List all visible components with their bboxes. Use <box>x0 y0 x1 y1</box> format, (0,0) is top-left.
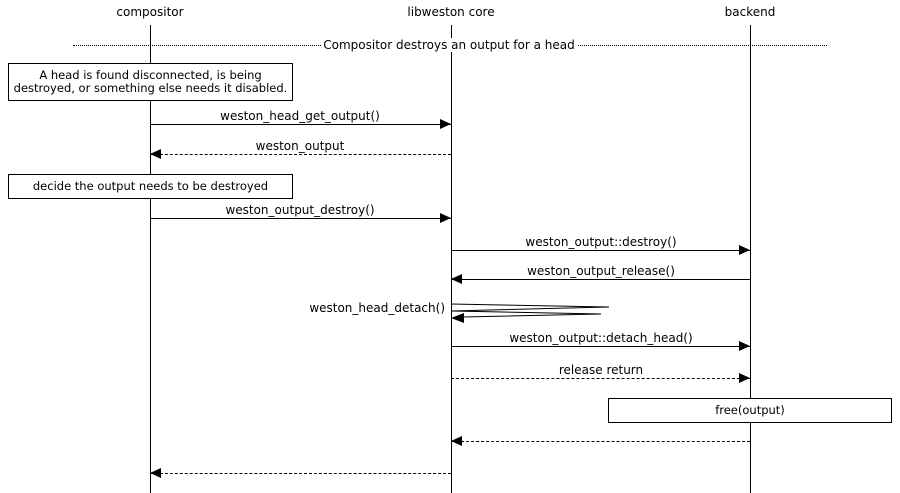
message-line-weston-output-destroy <box>150 218 451 219</box>
message-label-weston-output-return: weston_output <box>252 139 348 153</box>
message-label-weston-head-detach: weston_head_detach() <box>309 301 445 315</box>
participant-label-libweston-core: libweston core <box>407 5 495 19</box>
message-line-weston-output-destroy-backend <box>451 250 750 251</box>
note-head-disconnected: A head is found disconnected, is being d… <box>8 63 293 101</box>
lifeline-backend <box>750 25 751 493</box>
arrowhead-right-icon <box>739 341 750 351</box>
message-label-weston-head-get-output: weston_head_get_output() <box>217 109 383 123</box>
note-decide-destroy: decide the output needs to be destroyed <box>8 174 293 199</box>
arrowhead-left-icon <box>451 436 462 446</box>
message-line-weston-output-detach-head <box>451 346 750 347</box>
message-line-release-return <box>451 378 750 379</box>
message-line-weston-head-get-output <box>150 124 451 125</box>
message-line-weston-output-release <box>451 279 750 280</box>
selfcall-loop-icon <box>450 303 610 323</box>
message-label-weston-output-release: weston_output_release() <box>524 264 678 278</box>
arrowhead-right-icon <box>739 245 750 255</box>
message-label-weston-output-destroy: weston_output_destroy() <box>222 203 378 217</box>
note-free-output: free(output) <box>608 398 892 423</box>
participant-label-compositor: compositor <box>116 5 184 19</box>
arrowhead-left-icon <box>150 468 161 478</box>
message-label-weston-output-destroy-backend: weston_output::destroy() <box>522 235 680 249</box>
arrowhead-left-icon <box>150 149 161 159</box>
arrowhead-right-icon <box>440 119 451 129</box>
arrowhead-right-icon <box>739 373 750 383</box>
message-label-release-return: release return <box>555 363 647 377</box>
section-divider-label: Compositor destroys an output for a head <box>321 38 577 52</box>
lifeline-compositor <box>150 25 151 493</box>
message-line-backend-return <box>451 441 750 442</box>
message-selfcall-weston-head-detach <box>450 296 621 330</box>
message-line-weston-output-return <box>150 154 451 155</box>
message-label-weston-output-detach-head: weston_output::detach_head() <box>506 331 696 345</box>
lifeline-libweston-core <box>451 25 452 493</box>
arrowhead-right-icon <box>440 213 451 223</box>
arrowhead-left-icon <box>451 274 462 284</box>
participant-label-backend: backend <box>724 5 776 19</box>
message-line-libweston-return <box>150 473 451 474</box>
